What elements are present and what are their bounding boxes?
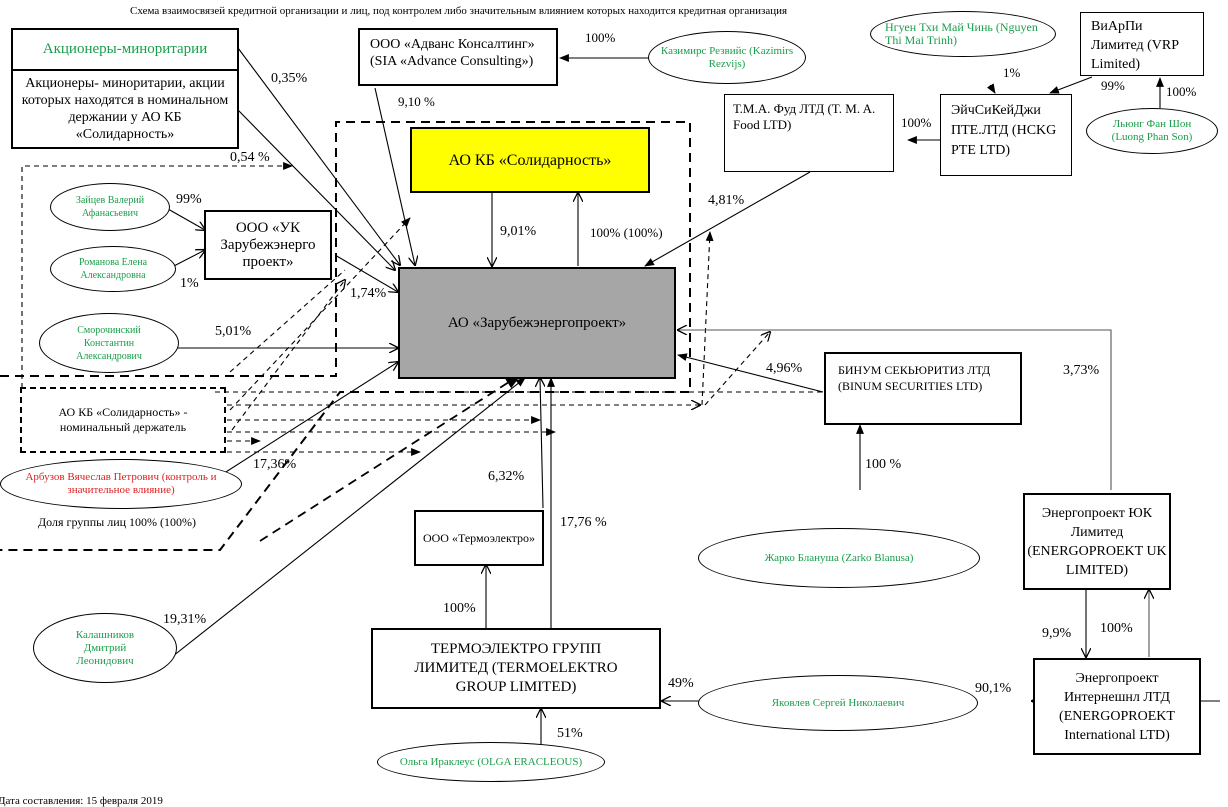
- person-luong: Льюнг Фан Шон (Luong Phan Son): [1086, 108, 1218, 154]
- footer-date: Дата составления: 15 февраля 2019: [0, 795, 163, 807]
- person-nguyen: Нгуен Тхи Май Чинь (Nguyen Thi Mai Trinh…: [870, 11, 1056, 57]
- share-tma: 4,81%: [708, 193, 745, 208]
- share-advance: 9,10 %: [398, 94, 435, 109]
- termoelektro-group-box: ТЕРМОЭЛЕКТРО ГРУПП ЛИМИТЕД (TERMOELEKTRO…: [371, 628, 661, 709]
- share-bank-to-target: 9,01%: [500, 224, 537, 239]
- share-uk-to-intl: 9,9%: [1042, 626, 1072, 641]
- share-hckg-tma: 100%: [901, 115, 932, 130]
- share-vrp: 99%: [1101, 78, 1125, 93]
- share-target-to-bank: 100% (100%): [590, 225, 663, 240]
- uk-zarubezhenergo-box: ООО «УК Зарубежэнерго проект»: [204, 210, 332, 280]
- share-arbuzov: 17,36%: [253, 457, 297, 472]
- share-romanova: 1%: [180, 276, 199, 291]
- binum-securities-box: БИНУМ СЕКЬЮРИТИЗ ЛТД (BINUM SECURITIES L…: [824, 352, 1022, 425]
- share-minority: 0,35%: [271, 71, 308, 86]
- person-zaitsev: Зайцев Валерий Афанасьевич: [50, 183, 170, 231]
- share-blanusa: 100 %: [865, 457, 902, 472]
- person-smorochinsky: Сморочинский Константин Александрович: [39, 313, 179, 373]
- share-rezvijs: 100%: [585, 30, 616, 45]
- person-romanova: Романова Елена Александровна: [50, 246, 176, 292]
- tma-food-box: Т.М.А. Фуд ЛТД (T. M. A. Food LTD): [724, 94, 894, 172]
- person-eracleous: Ольга Ираклеус (OLGA ERACLEOUS): [377, 742, 605, 782]
- share-termoelektro-group: 17,76 %: [560, 515, 607, 530]
- share-luong: 100%: [1166, 84, 1197, 99]
- share-termoelektro: 6,32%: [488, 469, 525, 484]
- person-yakovlev: Яковлев Сергей Николаевич: [698, 675, 978, 731]
- share-nguyen: 1%: [1003, 65, 1021, 80]
- share-binum: 4,96%: [766, 361, 803, 376]
- hckg-box: ЭйчСиКейДжи ПТЕ.ЛТД (HCKG PTE LTD): [940, 94, 1072, 176]
- share-uk: 1,74%: [350, 286, 387, 301]
- group-share-note: Доля группы лиц 100% (100%): [38, 515, 197, 529]
- minority-nominal-box: Акционеры- миноритарии, акции которых на…: [11, 69, 239, 149]
- diagram-title: Схема взаимосвязей кредитной организации…: [130, 5, 788, 17]
- energoproekt-intl-box: Энергопроект Интернешнл ЛТД (ENERGOPROEK…: [1033, 658, 1201, 755]
- termoelektro-box: ООО «Термоэлектро»: [414, 510, 544, 566]
- energoproekt-uk-box: Энергопроект ЮК Лимитед (ENERGOPROEKT UK…: [1023, 493, 1171, 590]
- nominal-holder-links: [21, 162, 841, 542]
- minority-shareholders-box: Акционеры-миноритарии: [11, 28, 239, 71]
- share-energo-uk: 3,73%: [1063, 363, 1100, 378]
- share-zaitsev: 99%: [176, 192, 202, 207]
- target-company-box: АО «Зарубежэнергопроект»: [398, 267, 676, 379]
- share-eracleous: 51%: [557, 726, 583, 741]
- share-yakovlev-group: 49%: [668, 676, 694, 691]
- person-blanusa: Жарко Бланушa (Zarko Blanusa): [698, 528, 980, 588]
- advance-consulting-box: ООО «Адванс Консалтинг» (SIA «Advance Co…: [358, 28, 558, 86]
- person-kalashnikov: Калашников Дмитрий Леонидович: [33, 613, 177, 683]
- share-group-to-termo: 100%: [443, 601, 476, 616]
- ownership-links: [167, 47, 1220, 745]
- share-yakovlev-intl: 90,1%: [975, 681, 1012, 696]
- bank-solidarnost-box: АО КБ «Солидарность»: [410, 127, 650, 193]
- share-minority-nominal: 0,54 %: [230, 150, 270, 165]
- nominal-holder-box: АО КБ «Солидарность» - номинальный держа…: [20, 387, 226, 453]
- person-arbuzov: Арбузов Вячеслав Петрович (контроль и зн…: [0, 459, 242, 509]
- share-kalashnikov: 19,31%: [163, 612, 207, 627]
- vrp-limited-box: ВиАрПи Лимитед (VRP Limited): [1080, 12, 1204, 76]
- share-smorochinsky: 5,01%: [215, 324, 252, 339]
- group-boundary: [0, 121, 691, 551]
- person-rezvijs: Казимирс Резвийс (Kazimirs Rezvijs): [648, 31, 806, 84]
- share-intl-to-uk: 100%: [1100, 621, 1133, 636]
